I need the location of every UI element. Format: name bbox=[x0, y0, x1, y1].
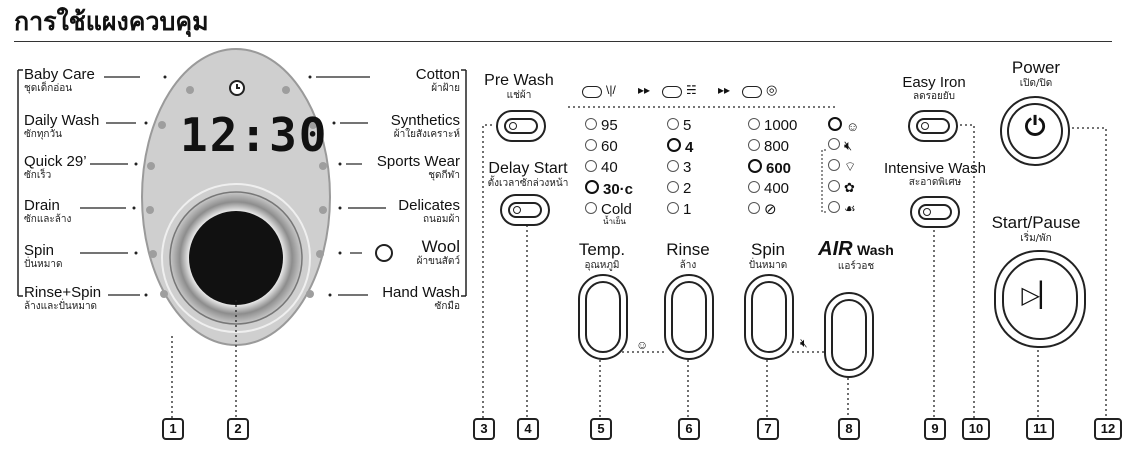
sound-off-icon: 🔇︎ bbox=[800, 336, 808, 350]
stain-icon-3: ☙ bbox=[844, 201, 856, 216]
easy-iron-button[interactable] bbox=[908, 110, 958, 142]
time-display: 12:30 bbox=[180, 108, 329, 162]
callout-6: 6 bbox=[678, 418, 700, 440]
stain-icon-2: ✿ bbox=[844, 180, 855, 195]
callout-4: 4 bbox=[517, 418, 539, 440]
rinse-options: 5 4 3 2 1 bbox=[667, 117, 693, 222]
temp-button[interactable] bbox=[578, 274, 628, 360]
spin-options: 1000 800 600 400 ⊘ bbox=[748, 117, 797, 222]
callout-8: 8 bbox=[838, 418, 860, 440]
power-button[interactable]: ⏻ bbox=[1000, 96, 1070, 166]
prewash-button[interactable] bbox=[496, 110, 546, 142]
cycle-status-indicators: \|/ ▸▸ ☵ ▸▸ ◎ bbox=[582, 82, 842, 103]
power-icon: ⏻ bbox=[1024, 111, 1046, 141]
no-spin-icon: ⊘ bbox=[764, 201, 777, 218]
rinse-button[interactable] bbox=[664, 274, 714, 360]
delay-start-button[interactable] bbox=[500, 194, 550, 226]
spin-button[interactable] bbox=[744, 274, 794, 360]
title-rule bbox=[14, 41, 1112, 42]
arrow-icon: ▸▸ bbox=[718, 83, 731, 97]
intensive-wash-button[interactable] bbox=[910, 196, 960, 228]
sound-off-icon: 🔇︎ bbox=[844, 138, 853, 153]
clock-icon bbox=[229, 80, 245, 96]
arrow-icon: ▸▸ bbox=[638, 83, 651, 97]
callout-5: 5 bbox=[590, 418, 612, 440]
wash-icon: \|/ bbox=[606, 83, 616, 97]
option-icons: ☺ 🔇︎ ⌔ ✿ ☙ bbox=[828, 117, 859, 222]
play-pause-icon: ▷▏ bbox=[1021, 282, 1059, 309]
callout-2: 2 bbox=[227, 418, 249, 440]
child-lock-icon: ☺ bbox=[636, 338, 649, 352]
temp-options: 95 60 40 30·c Cold น้ำเย็น bbox=[585, 117, 633, 228]
spin-icon: ◎ bbox=[766, 82, 778, 97]
wool-icon bbox=[375, 244, 393, 262]
callout-7: 7 bbox=[757, 418, 779, 440]
page-title: การใช้แผงควบคุม bbox=[14, 7, 209, 36]
child-lock-icon: ☺ bbox=[846, 119, 860, 134]
rinse-icon: ☵ bbox=[686, 83, 697, 97]
callout-9: 9 bbox=[924, 418, 946, 440]
callout-12: 12 bbox=[1094, 418, 1122, 440]
program-quick-29: Quick 29’ซักเร็ว bbox=[24, 153, 87, 181]
airwash-label: AIR Wash แอร์วอช bbox=[818, 238, 894, 272]
callout-11: 11 bbox=[1026, 418, 1054, 440]
start-pause-button[interactable]: ▷▏ bbox=[994, 250, 1086, 348]
callout-3: 3 bbox=[473, 418, 495, 440]
callout-10: 10 bbox=[962, 418, 990, 440]
callout-1: 1 bbox=[162, 418, 184, 440]
temp-label: Temp.อุณหภูมิ bbox=[578, 240, 626, 271]
airwash-button[interactable] bbox=[824, 292, 874, 378]
stain-icon-1: ⌔ bbox=[844, 159, 857, 174]
